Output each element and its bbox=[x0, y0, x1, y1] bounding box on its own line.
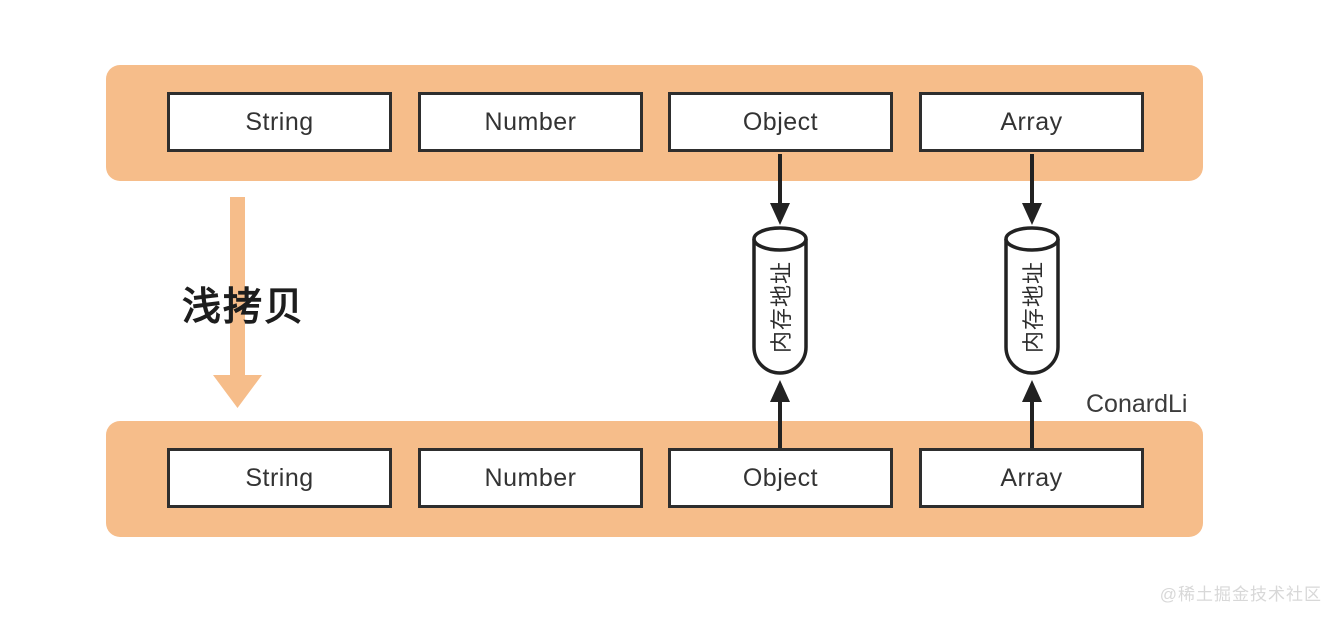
memory-address-label: 内存地址 bbox=[769, 261, 794, 354]
top-type-bar: String Number Object Array bbox=[106, 65, 1203, 181]
memory-cylinder-object: 内存地址 bbox=[750, 225, 810, 377]
type-box-top-object: Object bbox=[668, 92, 893, 152]
bottom-type-bar: String Number Object Array bbox=[106, 421, 1203, 537]
shallow-copy-label: 浅拷贝 bbox=[182, 286, 306, 329]
memory-address-label: 内存地址 bbox=[1021, 261, 1046, 354]
memory-cylinder-array: 内存地址 bbox=[1002, 225, 1062, 377]
type-box-bottom-array: Array bbox=[919, 448, 1144, 508]
type-box-top-array: Array bbox=[919, 92, 1144, 152]
cylinder-shape bbox=[752, 226, 808, 375]
type-box-bottom-number: Number bbox=[418, 448, 643, 508]
cylinder-shape bbox=[1004, 226, 1060, 375]
watermark-label: @稀土掘金技术社区 bbox=[1159, 585, 1322, 604]
type-box-bottom-string: String bbox=[167, 448, 392, 508]
credit-label: ConardLi bbox=[1086, 390, 1188, 418]
type-box-bottom-object: Object bbox=[668, 448, 893, 508]
type-box-top-string: String bbox=[167, 92, 392, 152]
type-box-top-number: Number bbox=[418, 92, 643, 152]
